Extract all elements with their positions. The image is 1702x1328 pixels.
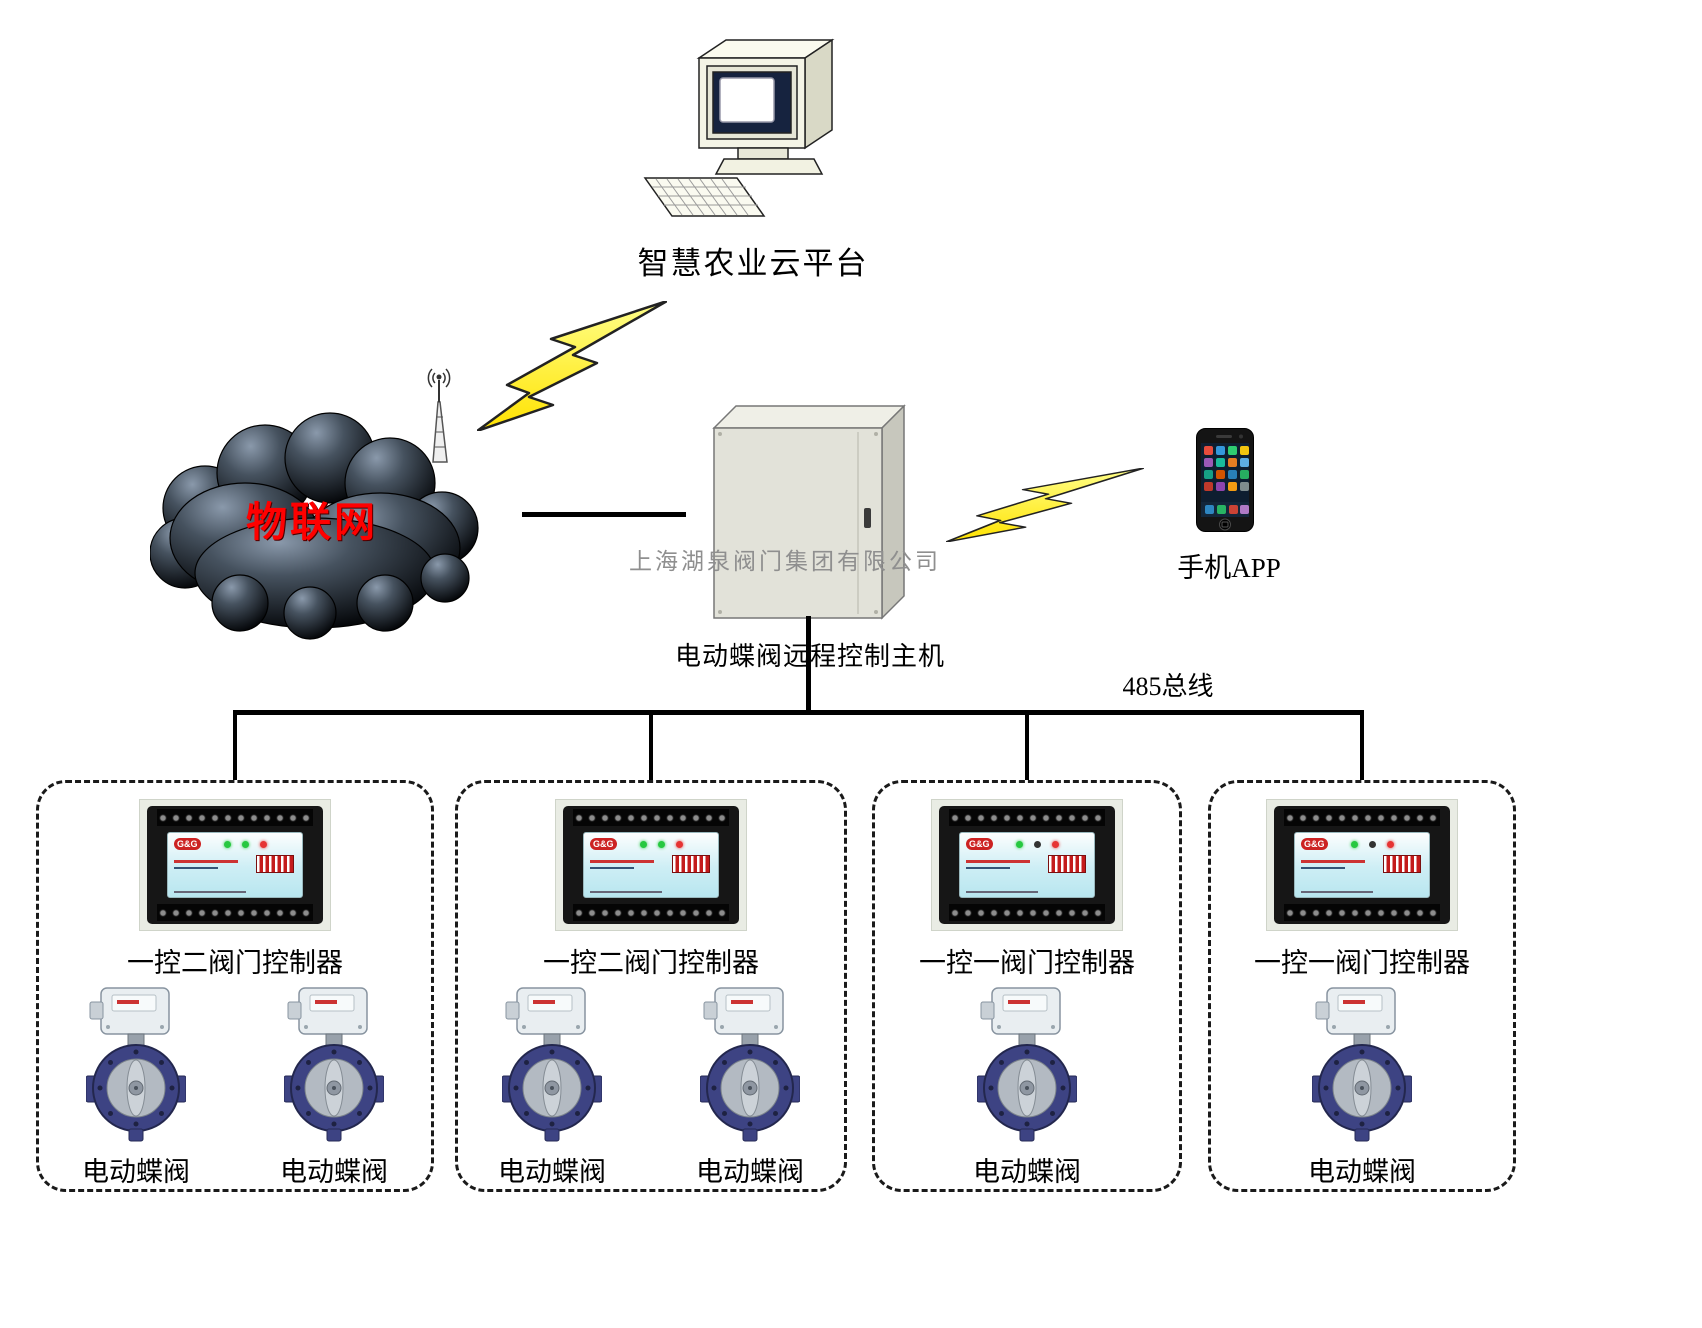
controller-label: 一控一阀门控制器	[1254, 948, 1470, 978]
controller-panel: G&G	[167, 832, 303, 898]
bus-line	[233, 710, 1364, 715]
bus-drop-line-3	[1025, 713, 1029, 782]
controller-label: 一控二阀门控制器	[543, 948, 759, 978]
panel-red-text-bar	[966, 860, 1030, 863]
phone-app-label: 手机APP	[1177, 553, 1281, 583]
led-indicators	[1016, 841, 1059, 848]
valve-group-1: G&G 一控二阀门控制器 电动蝶阀 电动蝶阀	[36, 780, 434, 1192]
dip-switch	[1383, 855, 1421, 873]
valve-label: 电动蝶阀	[696, 1157, 804, 1187]
valve-label: 电动蝶阀	[973, 1157, 1081, 1187]
terminal-strip	[949, 904, 1105, 921]
controller-device: G&G	[147, 806, 323, 924]
valve-label: 电动蝶阀	[498, 1157, 606, 1187]
terminal-strip	[1284, 904, 1440, 921]
panel-text-bar	[1301, 867, 1345, 869]
iot-cloud-icon	[150, 412, 479, 640]
controller-panel: G&G	[583, 832, 719, 898]
led-indicators	[1351, 841, 1394, 848]
bus-drop-line-4	[1360, 713, 1364, 782]
cloud-to-host-line	[522, 512, 686, 517]
panel-text-bar	[590, 867, 634, 869]
valve-controller-icon: G&G	[931, 799, 1123, 931]
valve-group-2: G&G 一控二阀门控制器 电动蝶阀 电动蝶阀	[455, 780, 847, 1192]
dip-switch	[672, 855, 710, 873]
controller-device: G&G	[939, 806, 1115, 924]
panel-bottom-text-bar	[174, 891, 246, 893]
panel-bottom-text-bar	[1301, 891, 1373, 893]
lightning-bolt-icon-1	[477, 301, 667, 431]
controller-panel: G&G	[1294, 832, 1430, 898]
butterfly-valve-icon	[977, 987, 1077, 1142]
led-indicators	[640, 841, 683, 848]
panel-bottom-text-bar	[966, 891, 1038, 893]
controller-device: G&G	[1274, 806, 1450, 924]
panel-red-text-bar	[590, 860, 654, 863]
butterfly-valve-icon	[86, 987, 186, 1142]
valve-group-4: G&G 一控一阀门控制器 电动蝶阀	[1208, 780, 1516, 1192]
panel-red-text-bar	[1301, 860, 1365, 863]
terminal-strip	[573, 904, 729, 921]
panel-text-bar	[966, 867, 1010, 869]
terminal-strip	[573, 809, 729, 826]
cloud-platform-computer-icon	[643, 38, 835, 217]
butterfly-valve-icon	[1312, 987, 1412, 1142]
host-to-bus-line	[806, 616, 811, 712]
butterfly-valve-icon	[502, 987, 602, 1142]
smart-agriculture-cloud-label: 智慧农业云平台	[637, 246, 869, 281]
panel-text-bar	[174, 867, 218, 869]
panel-bottom-text-bar	[590, 891, 662, 893]
bus-drop-line-1	[233, 713, 237, 782]
iot-label: 物联网	[246, 499, 378, 545]
valve-controller-icon: G&G	[139, 799, 331, 931]
butterfly-valve-icon	[700, 987, 800, 1142]
terminal-strip	[157, 809, 313, 826]
valve-label: 电动蝶阀	[82, 1157, 190, 1187]
antenna-icon	[427, 368, 451, 463]
valve-controller-icon: G&G	[555, 799, 747, 931]
led-indicators	[224, 841, 267, 848]
bus-label-485: 485总线	[1122, 672, 1214, 701]
controller-logo: G&G	[966, 838, 993, 850]
terminal-strip	[157, 904, 313, 921]
butterfly-valve-icon	[284, 987, 384, 1142]
terminal-strip	[1284, 809, 1440, 826]
valve-controller-icon: G&G	[1266, 799, 1458, 931]
dip-switch	[256, 855, 294, 873]
controller-label: 一控一阀门控制器	[919, 948, 1135, 978]
valve-label: 电动蝶阀	[280, 1157, 388, 1187]
phone-icon	[1196, 428, 1254, 532]
controller-panel: G&G	[959, 832, 1095, 898]
controller-logo: G&G	[174, 838, 201, 850]
panel-red-text-bar	[174, 860, 238, 863]
terminal-strip	[949, 809, 1105, 826]
bus-drop-line-2	[649, 713, 653, 782]
lightning-bolt-icon-2	[946, 468, 1144, 542]
controller-device: G&G	[563, 806, 739, 924]
controller-label: 一控二阀门控制器	[127, 948, 343, 978]
dip-switch	[1048, 855, 1086, 873]
company-watermark: 上海湖泉阀门集团有限公司	[629, 549, 941, 574]
control-host-cabinet-icon	[712, 404, 906, 620]
controller-logo: G&G	[590, 838, 617, 850]
valve-label: 电动蝶阀	[1308, 1157, 1416, 1187]
valve-group-3: G&G 一控一阀门控制器 电动蝶阀	[872, 780, 1182, 1192]
controller-logo: G&G	[1301, 838, 1328, 850]
